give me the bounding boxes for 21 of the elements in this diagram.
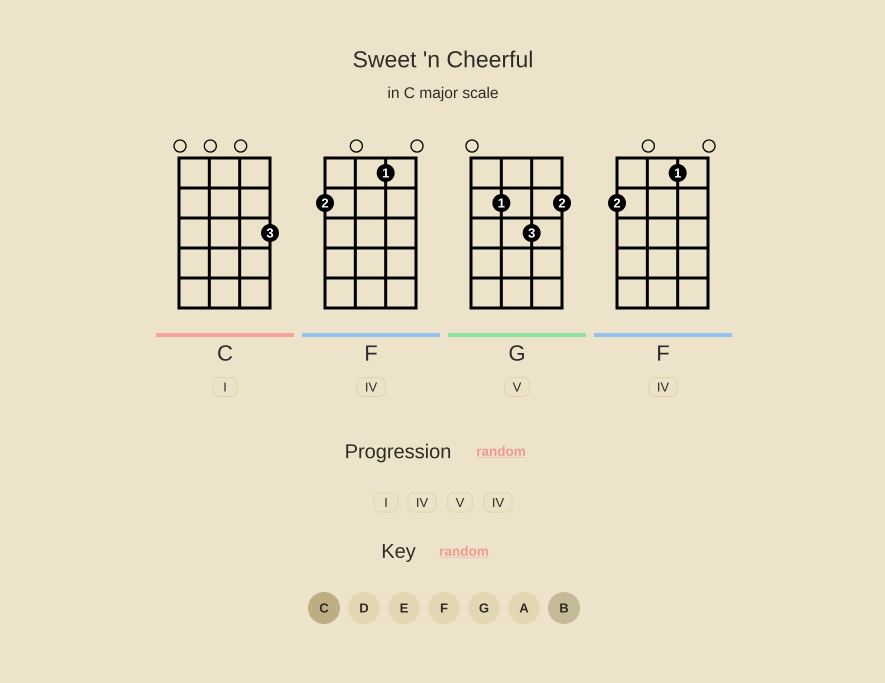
- numeral-pill: I: [374, 492, 398, 512]
- numeral-pill: IV: [356, 377, 386, 397]
- key-button: E: [388, 592, 420, 624]
- key-button: C: [308, 592, 340, 624]
- numeral-pill: IV: [483, 492, 513, 512]
- numeral-pill: IV: [407, 492, 437, 512]
- numeral-pill: I: [212, 377, 238, 397]
- key-button: G: [468, 592, 500, 624]
- numeral-pill: IV: [648, 377, 678, 397]
- numeral-pill: V: [504, 377, 530, 397]
- title: Sweet 'n Cheerful: [354, 50, 532, 68]
- random-link: random: [476, 446, 526, 458]
- subtitle: in C major scale: [388, 86, 498, 102]
- key-button: A: [508, 592, 540, 624]
- key-button: F: [428, 592, 460, 624]
- key-button: B: [548, 592, 580, 624]
- section-heading: Progression: [346, 444, 450, 462]
- random-link: random: [439, 546, 489, 558]
- section-heading: Key: [382, 544, 416, 562]
- numeral-pill: V: [447, 492, 473, 512]
- key-button: D: [348, 592, 380, 624]
